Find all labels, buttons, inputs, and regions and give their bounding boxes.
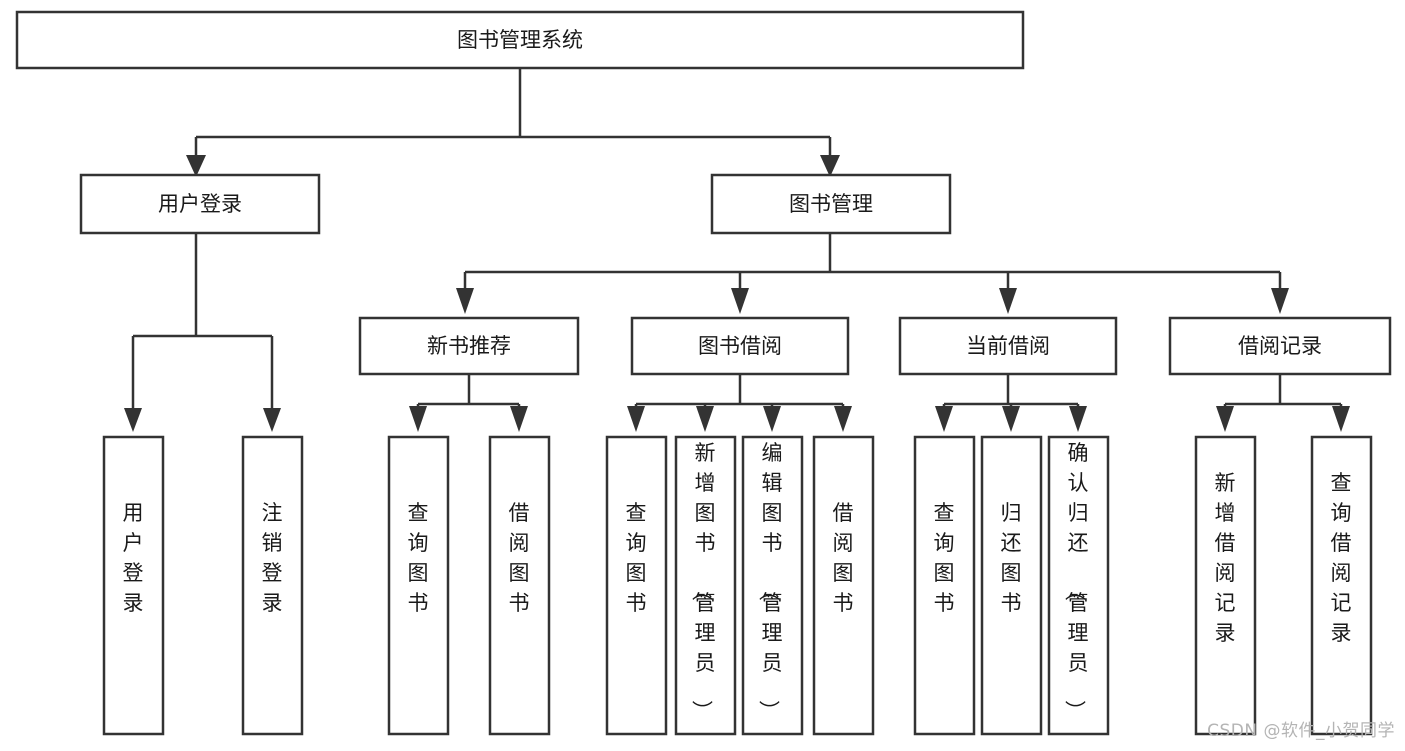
arrowhead-new-book-recommend [456,288,474,314]
leaf-query-book-3-label: 查询图书 [934,501,955,615]
arrowhead-book-manage [820,155,840,177]
arrowhead-leaf-query-book-3 [935,406,953,432]
leaf-return-book-label: 归还图书 [1001,501,1022,615]
node-root-box[interactable] [15,10,1025,70]
node-new-book-recommend-label: 新书推荐 [427,334,511,358]
leaf-edit-book-box[interactable] [741,435,804,736]
arrowhead-leaf-edit-book [763,406,781,432]
node-user-login-label: 用户登录 [158,192,242,216]
node-book-borrow-label: 图书借阅 [698,334,782,358]
leaf-query-book-3-box[interactable] [913,435,976,736]
leaf-borrow-book-1-box[interactable] [488,435,551,736]
node-book-manage-label: 图书管理 [789,192,873,216]
arrowhead-current-borrow [999,288,1017,314]
node-book-manage[interactable]: 图书管理 [710,173,952,235]
arrowhead-leaf-user-login [124,408,142,432]
leaf-query-book-1-label: 查询图书 [408,501,429,615]
leaf-user-login[interactable]: 用户登录 [102,435,165,736]
arrowhead-user-login [186,155,206,177]
arrowhead-leaf-query-book-1 [409,406,427,432]
node-current-borrow-label: 当前借阅 [966,334,1050,358]
node-root-label: 图书管理系统 [457,28,583,52]
arrowhead-leaf-borrow-book-2 [834,406,852,432]
node-new-book-recommend-box[interactable] [358,316,580,376]
leaf-user-login-label: 用户登录 [123,501,144,615]
leaf-query-record-box[interactable] [1310,435,1373,736]
arrowhead-leaf-confirm-return [1069,406,1087,432]
node-user-login-box[interactable] [79,173,321,235]
leaf-add-record-box[interactable] [1194,435,1257,736]
leaf-add-book-label: 新增图书（管理员） [690,441,716,721]
leaf-edit-book-label: 编辑图书（管理员） [757,441,783,721]
leaf-add-record-label: 新增借阅记录 [1215,471,1236,645]
leaf-return-book[interactable]: 归还图书 [980,435,1043,736]
arrowhead-leaf-add-book [696,406,714,432]
leaf-query-book-1[interactable]: 查询图书 [387,435,450,736]
node-book-manage-box[interactable] [710,173,952,235]
leaf-user-login-box[interactable] [102,435,165,736]
leaf-user-logout-label: 注销登录 [262,501,283,615]
leaf-return-book-box[interactable] [980,435,1043,736]
arrowhead-book-borrow [731,288,749,314]
leaf-borrow-book-1-label: 借阅图书 [509,501,530,615]
leaf-query-book-2-label: 查询图书 [626,501,647,615]
connectors-layer [124,68,1350,432]
node-borrow-record-box[interactable] [1168,316,1392,376]
leaf-borrow-book-2[interactable]: 借阅图书 [812,435,875,736]
arrowhead-leaf-add-record [1216,406,1234,432]
arrowhead-leaf-query-book-2 [627,406,645,432]
node-book-borrow[interactable]: 图书借阅 [630,316,850,376]
node-root-book-management-system[interactable]: 图书管理系统 [15,10,1025,70]
node-borrow-record-label: 借阅记录 [1238,334,1322,358]
leaf-query-book-2[interactable]: 查询图书 [605,435,668,736]
leaf-confirm-return-label: 确认归还（管理员） [1063,441,1089,721]
leaf-add-record[interactable]: 新增借阅记录 [1194,435,1257,736]
arrowhead-leaf-query-record [1332,406,1350,432]
leaf-query-book-1-box[interactable] [387,435,450,736]
leaf-user-logout-box[interactable] [241,435,304,736]
node-user-login[interactable]: 用户登录 [79,173,321,235]
arrowhead-leaf-user-logout [263,408,281,432]
leaf-add-book[interactable]: 新增图书（管理员） [674,435,737,736]
node-current-borrow[interactable]: 当前借阅 [898,316,1118,376]
leaf-confirm-return[interactable]: 确认归还（管理员） [1047,435,1110,736]
leaf-confirm-return-box[interactable] [1047,435,1110,736]
leaf-query-book-2-box[interactable] [605,435,668,736]
leaf-user-logout[interactable]: 注销登录 [241,435,304,736]
node-book-borrow-box[interactable] [630,316,850,376]
leaf-query-record[interactable]: 查询借阅记录 [1310,435,1373,736]
node-new-book-recommend[interactable]: 新书推荐 [358,316,580,376]
node-current-borrow-box[interactable] [898,316,1118,376]
arrowhead-leaf-return-book [1002,406,1020,432]
leaf-query-record-label: 查询借阅记录 [1331,471,1352,645]
node-borrow-record[interactable]: 借阅记录 [1168,316,1392,376]
arrowhead-borrow-record [1271,288,1289,314]
leaf-add-book-box[interactable] [674,435,737,736]
leaf-query-book-3[interactable]: 查询图书 [913,435,976,736]
leaf-edit-book[interactable]: 编辑图书（管理员） [741,435,804,736]
leaf-borrow-book-2-box[interactable] [812,435,875,736]
csdn-watermark: CSDN @软件_小贺同学 [1207,721,1395,741]
arrowhead-leaf-borrow-book-1 [510,406,528,432]
leaf-borrow-book-1[interactable]: 借阅图书 [488,435,551,736]
leaf-borrow-book-2-label: 借阅图书 [833,501,854,615]
